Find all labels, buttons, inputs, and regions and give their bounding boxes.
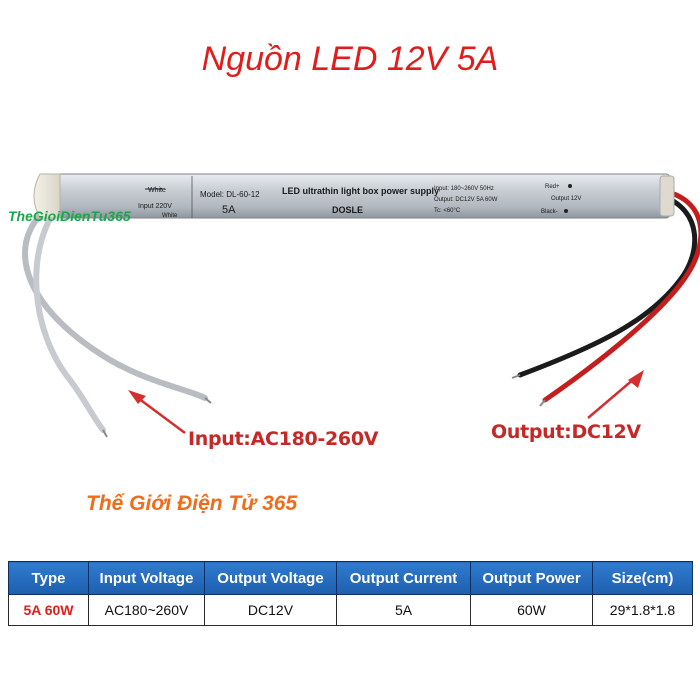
- spec-table: Type Input Voltage Output Voltage Output…: [8, 561, 693, 626]
- black-label: Black-: [541, 209, 558, 215]
- maker-label: DOSLE: [332, 205, 363, 215]
- header-input-voltage: Input Voltage: [88, 561, 205, 595]
- model-label: Model: DL-60-12: [200, 190, 260, 199]
- cell-type: 5A 60W: [8, 594, 89, 626]
- table-row: 5A 60W AC180~260V DC12V 5A 60W 29*1.8*1.…: [8, 594, 693, 626]
- page-title: Nguồn LED 12V 5A: [201, 40, 499, 78]
- input-label: Input 220V: [138, 203, 172, 210]
- header-type: Type: [8, 561, 89, 595]
- header-output-voltage: Output Voltage: [204, 561, 337, 595]
- brand-name: Thế Giới Điện Tử 365: [86, 492, 298, 515]
- spec-output: Output: DC12V 5A 60W: [434, 197, 498, 203]
- current-label: 5A: [222, 204, 236, 216]
- header-size: Size(cm): [592, 561, 693, 595]
- cell-output-current: 5A: [336, 594, 471, 626]
- output-wire-red: [542, 187, 700, 403]
- white-label-top: White: [148, 187, 166, 194]
- output12-label: Output 12V: [551, 196, 581, 202]
- cell-size: 29*1.8*1.8: [592, 594, 693, 626]
- input-voltage-label: Input:AC180-260V: [188, 428, 379, 450]
- red-label: Red+: [545, 184, 560, 190]
- input-wire-1: [22, 197, 208, 401]
- cell-output-voltage: DC12V: [204, 594, 337, 626]
- spec-table-header: Type Input Voltage Output Voltage Output…: [8, 561, 693, 595]
- output-voltage-label: Output:DC12V: [491, 421, 641, 443]
- input-arrow: [128, 390, 186, 435]
- white-label-bottom: White: [162, 213, 178, 219]
- device-heading: LED ultrathin light box power supply: [282, 186, 439, 196]
- left-end-cap: [33, 173, 61, 219]
- output-arrow: [587, 370, 644, 419]
- watermark-logo: TheGioiDienTu365: [8, 208, 131, 224]
- spec-temp: Tc: <60°C: [434, 208, 461, 214]
- header-output-power: Output Power: [470, 561, 593, 595]
- header-output-current: Output Current: [336, 561, 471, 595]
- cell-output-power: 60W: [470, 594, 593, 626]
- output-wire-black: [517, 192, 698, 378]
- spec-input: Input: 180~260V 50Hz: [434, 186, 494, 192]
- cell-input-voltage: AC180~260V: [88, 594, 205, 626]
- input-wire-2: [33, 203, 106, 433]
- right-end-cap: [659, 175, 675, 217]
